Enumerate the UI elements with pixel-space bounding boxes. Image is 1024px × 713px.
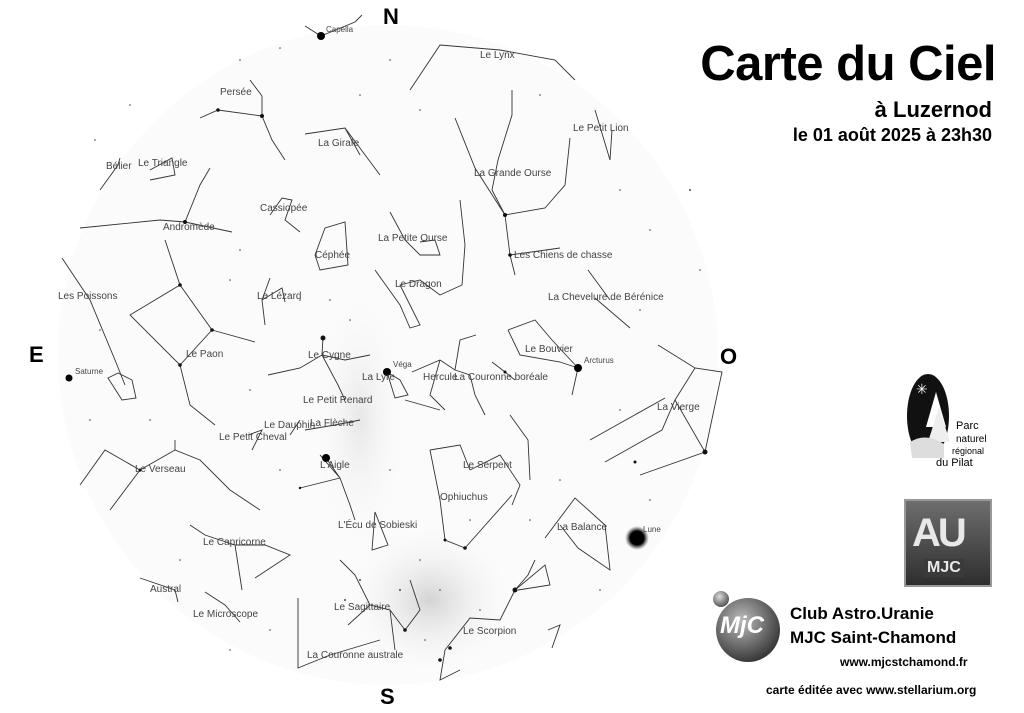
constellation-stars [138,108,708,662]
label-grande-ourse: La Grande Ourse [474,168,552,179]
constellation-labels: Le Lynx Persée Le Petit Lion La Girafe L… [58,50,700,661]
label-cephee: Céphée [315,250,350,261]
label-cygne: Le Cygne [308,350,351,361]
label-capricorne: Le Capricorne [203,537,266,548]
saturn-planet [65,374,73,382]
bright-bodies [65,32,649,550]
label-cassiopee: Cassiopée [260,203,308,214]
label-vierge: La Vierge [657,402,700,413]
altair-star [322,454,330,462]
au-mjc-logo: AU MJC [904,499,992,587]
label-verseau: Le Verseau [135,464,186,475]
label-dauphin: Le Dauphin [264,420,315,431]
date-line: le 01 août 2025 à 23h30 [792,125,992,145]
location-line: à Luzernod [874,97,992,122]
label-triangle: Le Triangle [138,158,188,169]
label-lezard: Le Lézard [257,291,301,302]
au-logo-mjc: MJC [924,559,964,577]
mjc-logo: MjC [708,590,782,664]
capella-star [317,32,325,40]
label-petit-renard: Le Petit Renard [303,395,373,406]
cardinal-east: E [29,342,44,367]
label-couronne-australe: La Couronne australe [307,650,404,661]
pilat-text-3: régional [952,446,985,456]
label-petite-ourse: La Petite Ourse [378,233,448,244]
label-microscope: Le Microscope [193,609,258,620]
label-paon: Le Paon [186,349,223,360]
pilat-text-1: Parc [956,420,979,432]
label-chiens-chasse: Les Chiens de chasse [514,250,613,261]
constellation-lines [61,14,723,681]
label-ophiuchus: Ophiuchus [440,492,488,503]
mjc-logo-text: MjC [720,612,764,639]
label-petit-cheval: Le Petit Cheval [219,432,287,443]
label-lyre: La Lyre [362,372,395,383]
label-lynx: Le Lynx [480,50,515,61]
club-website[interactable]: www.mjcstchamond.fr [840,655,968,669]
background-stars [89,47,701,651]
club-name: Club Astro.Uranie [790,604,934,623]
pilat-emblem-icon: ✳ [907,374,950,458]
mjc-sphere-icon [713,591,780,662]
label-lune: Lune [643,525,661,534]
label-arcturus: Arcturus [584,356,614,365]
label-hercule: Hercule [423,372,458,383]
label-scorpion: Le Scorpion [463,626,516,637]
milky-way [340,520,520,680]
label-andromede: Andromède [163,222,215,233]
label-vega: Véga [393,360,412,369]
label-ecu-sobieski: L'Écu de Sobieski [338,518,417,531]
label-girafe: La Girafe [318,138,360,149]
arcturus-star [574,364,582,372]
label-persee: Persée [220,87,252,98]
body-labels: Capella Véga Arcturus Saturne Lune [75,25,661,534]
label-balance: La Balance [557,522,607,533]
label-aigle: L'Aigle [320,460,350,471]
club-mjc: MJC Saint-Chamond [790,628,957,647]
label-chevelure: La Chevelure de Bérénice [548,292,664,303]
cardinal-north: N [383,4,399,29]
label-poissons: Les Poissons [58,291,117,302]
pilat-text-2: naturel [956,434,987,445]
pilat-text-4: du Pilat [936,457,973,469]
label-belier: Bélier [106,161,132,172]
label-austral: Austral [150,584,181,595]
label-fleche: La Flèche [310,418,354,429]
label-petit-lion: Le Petit Lion [573,123,629,134]
vega-star [383,368,391,376]
label-bouvier: Le Bouvier [525,344,573,355]
label-capella: Capella [326,25,354,34]
cardinal-south: S [380,684,395,709]
pilat-logo: ✳ Parc naturel régional du Pilat [906,372,990,472]
stellarium-credit: carte éditée avec www.stellarium.org [766,683,977,697]
label-dragon: Le Dragon [395,279,442,290]
cardinal-west: O [720,344,738,369]
svg-text:✳: ✳ [916,382,928,398]
page-title: Carte du Ciel [700,37,996,91]
label-serpent: Le Serpent [463,460,512,471]
label-couronne-boreale: La Couronne boréale [454,372,548,383]
label-sagittaire: Le Sagittaire [334,602,391,613]
label-saturne: Saturne [75,367,104,376]
au-logo-text: AU [912,511,967,555]
